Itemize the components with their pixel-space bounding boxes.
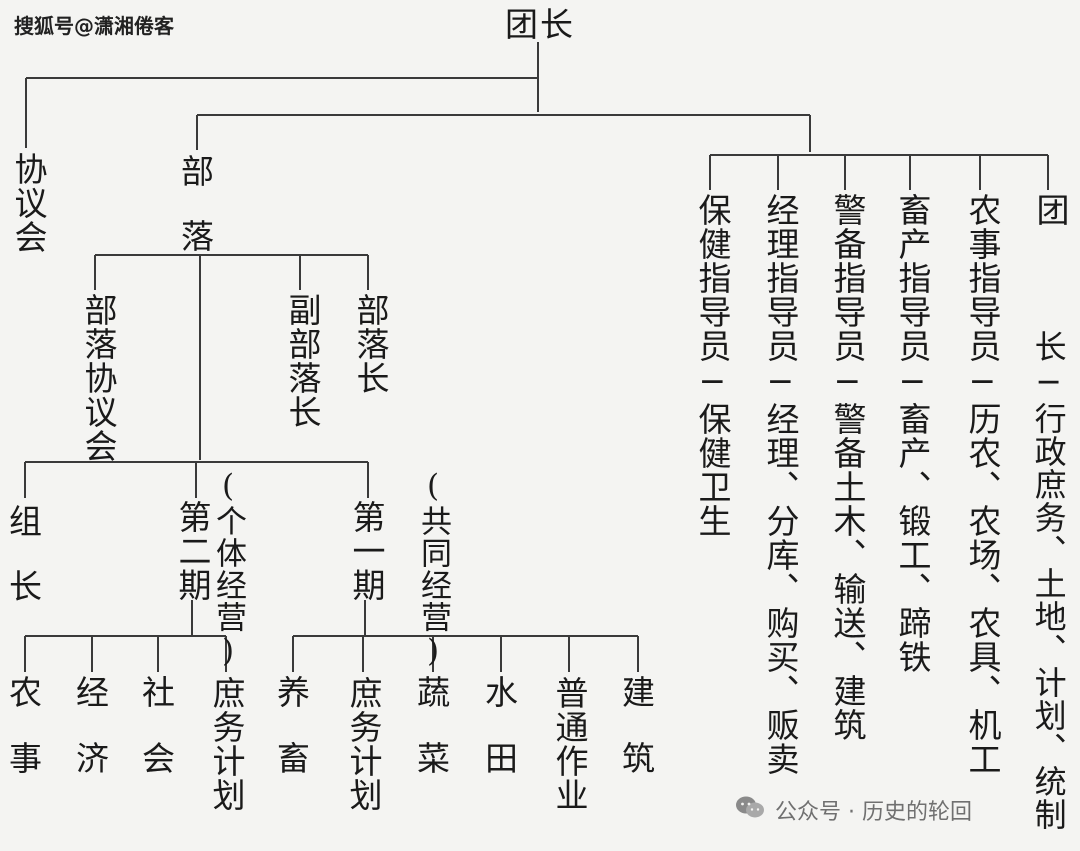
phase1-item-construction-char1: 建 bbox=[622, 673, 655, 712]
regiment-chief-role: 团 bbox=[1030, 193, 1070, 227]
watermark-bottom: 公众号 · 历史的轮回 bbox=[775, 800, 972, 825]
health-instructor-duty: ─保健卫生 bbox=[692, 362, 732, 538]
phase2-item-economy-char1: 经 bbox=[76, 673, 109, 712]
livestock-instructor-duty: ─畜产、锻工、蹄铁 bbox=[892, 362, 932, 674]
group-node-char1: 组 bbox=[9, 502, 42, 541]
tribe-node-char2: 落 bbox=[181, 217, 214, 256]
chief-node: 部落长 bbox=[350, 293, 390, 395]
phase2-node: 第二期 bbox=[173, 500, 212, 602]
phase1-item-paddy-char1: 水 bbox=[485, 673, 518, 712]
tribe-council-node: 部落协议会 bbox=[78, 293, 118, 463]
security-instructor-duty: ─警备土木、输送、建筑 bbox=[827, 362, 867, 742]
phase1-item-livestock-char1: 养 bbox=[277, 673, 310, 712]
group-node-char2: 长 bbox=[9, 567, 42, 606]
phase1-item-general-work: 普通作业 bbox=[550, 676, 589, 812]
phase1-item-paddy-char2: 田 bbox=[485, 739, 518, 778]
watermark-top: 搜狐号@潇湘倦客 bbox=[14, 14, 174, 38]
phase1-item-vegetables-char2: 菜 bbox=[417, 739, 450, 778]
phase1-note: (共同经营) bbox=[415, 468, 451, 670]
livestock-instructor-role: 畜产指导员 bbox=[892, 193, 932, 363]
root-node-title: 团长 bbox=[505, 5, 575, 44]
accounting-instructor-role: 经理指导员 bbox=[760, 193, 800, 363]
phase2-item-agriculture-char2: 事 bbox=[9, 739, 42, 778]
wechat-icon bbox=[735, 794, 765, 820]
phase1-item-construction-char2: 筑 bbox=[622, 739, 655, 778]
phase1-item-vegetables-char1: 蔬 bbox=[417, 673, 450, 712]
phase2-item-society-char2: 会 bbox=[142, 739, 175, 778]
phase2-note: (个体经营) bbox=[210, 468, 246, 670]
phase2-item-society-char1: 社 bbox=[142, 673, 175, 712]
phase1-node: 第一期 bbox=[347, 500, 386, 602]
tribe-node-char1: 部 bbox=[181, 152, 214, 191]
regiment-chief-duty: 长─行政庶务、土地、计划、统制 bbox=[1029, 330, 1068, 831]
vice-chief-node: 副部落长 bbox=[282, 293, 322, 429]
council-node: 协议会 bbox=[8, 152, 48, 254]
agriculture-instructor-role: 农事指导员 bbox=[962, 193, 1002, 363]
accounting-instructor-duty: ─经理、分库、购买、贩卖 bbox=[760, 362, 800, 776]
phase2-item-agriculture-char1: 农 bbox=[9, 673, 42, 712]
phase2-item-economy-char2: 济 bbox=[76, 739, 109, 778]
security-instructor-role: 警备指导员 bbox=[827, 193, 867, 363]
phase1-item-affairs-planning: 庶务计划 bbox=[344, 676, 383, 812]
phase1-item-livestock-char2: 畜 bbox=[277, 739, 310, 778]
phase2-item-affairs-planning: 庶务计划 bbox=[207, 676, 246, 812]
agriculture-instructor-duty: ─历农、农场、农具、机工 bbox=[962, 362, 1002, 776]
health-instructor-role: 保健指导员 bbox=[692, 193, 732, 363]
